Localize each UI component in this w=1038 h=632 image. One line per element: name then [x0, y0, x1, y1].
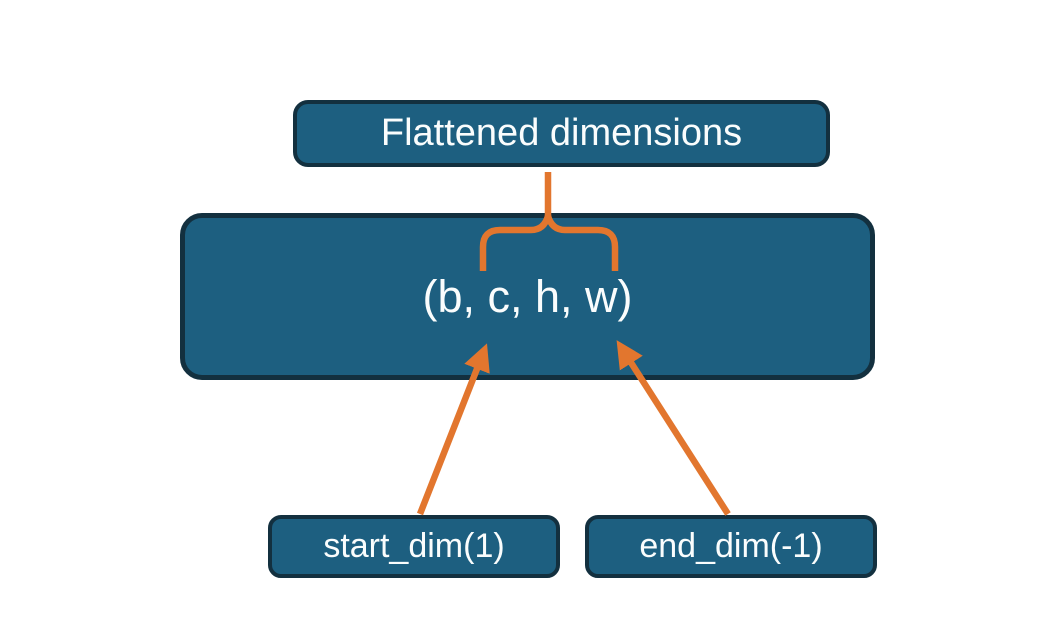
- flattened-dimensions-label: Flattened dimensions: [380, 112, 743, 154]
- tensor-shape-node: (b, c, h, w): [180, 213, 875, 380]
- start-dim-label: start_dim(1): [323, 527, 505, 565]
- tensor-shape-label: (b, c, h, w): [422, 270, 633, 322]
- end-dim-label: end_dim(-1): [639, 527, 823, 565]
- start-dim-node: start_dim(1): [268, 515, 560, 578]
- flattened-dimensions-node: Flattened dimensions: [293, 100, 830, 167]
- end-dim-node: end_dim(-1): [585, 515, 877, 578]
